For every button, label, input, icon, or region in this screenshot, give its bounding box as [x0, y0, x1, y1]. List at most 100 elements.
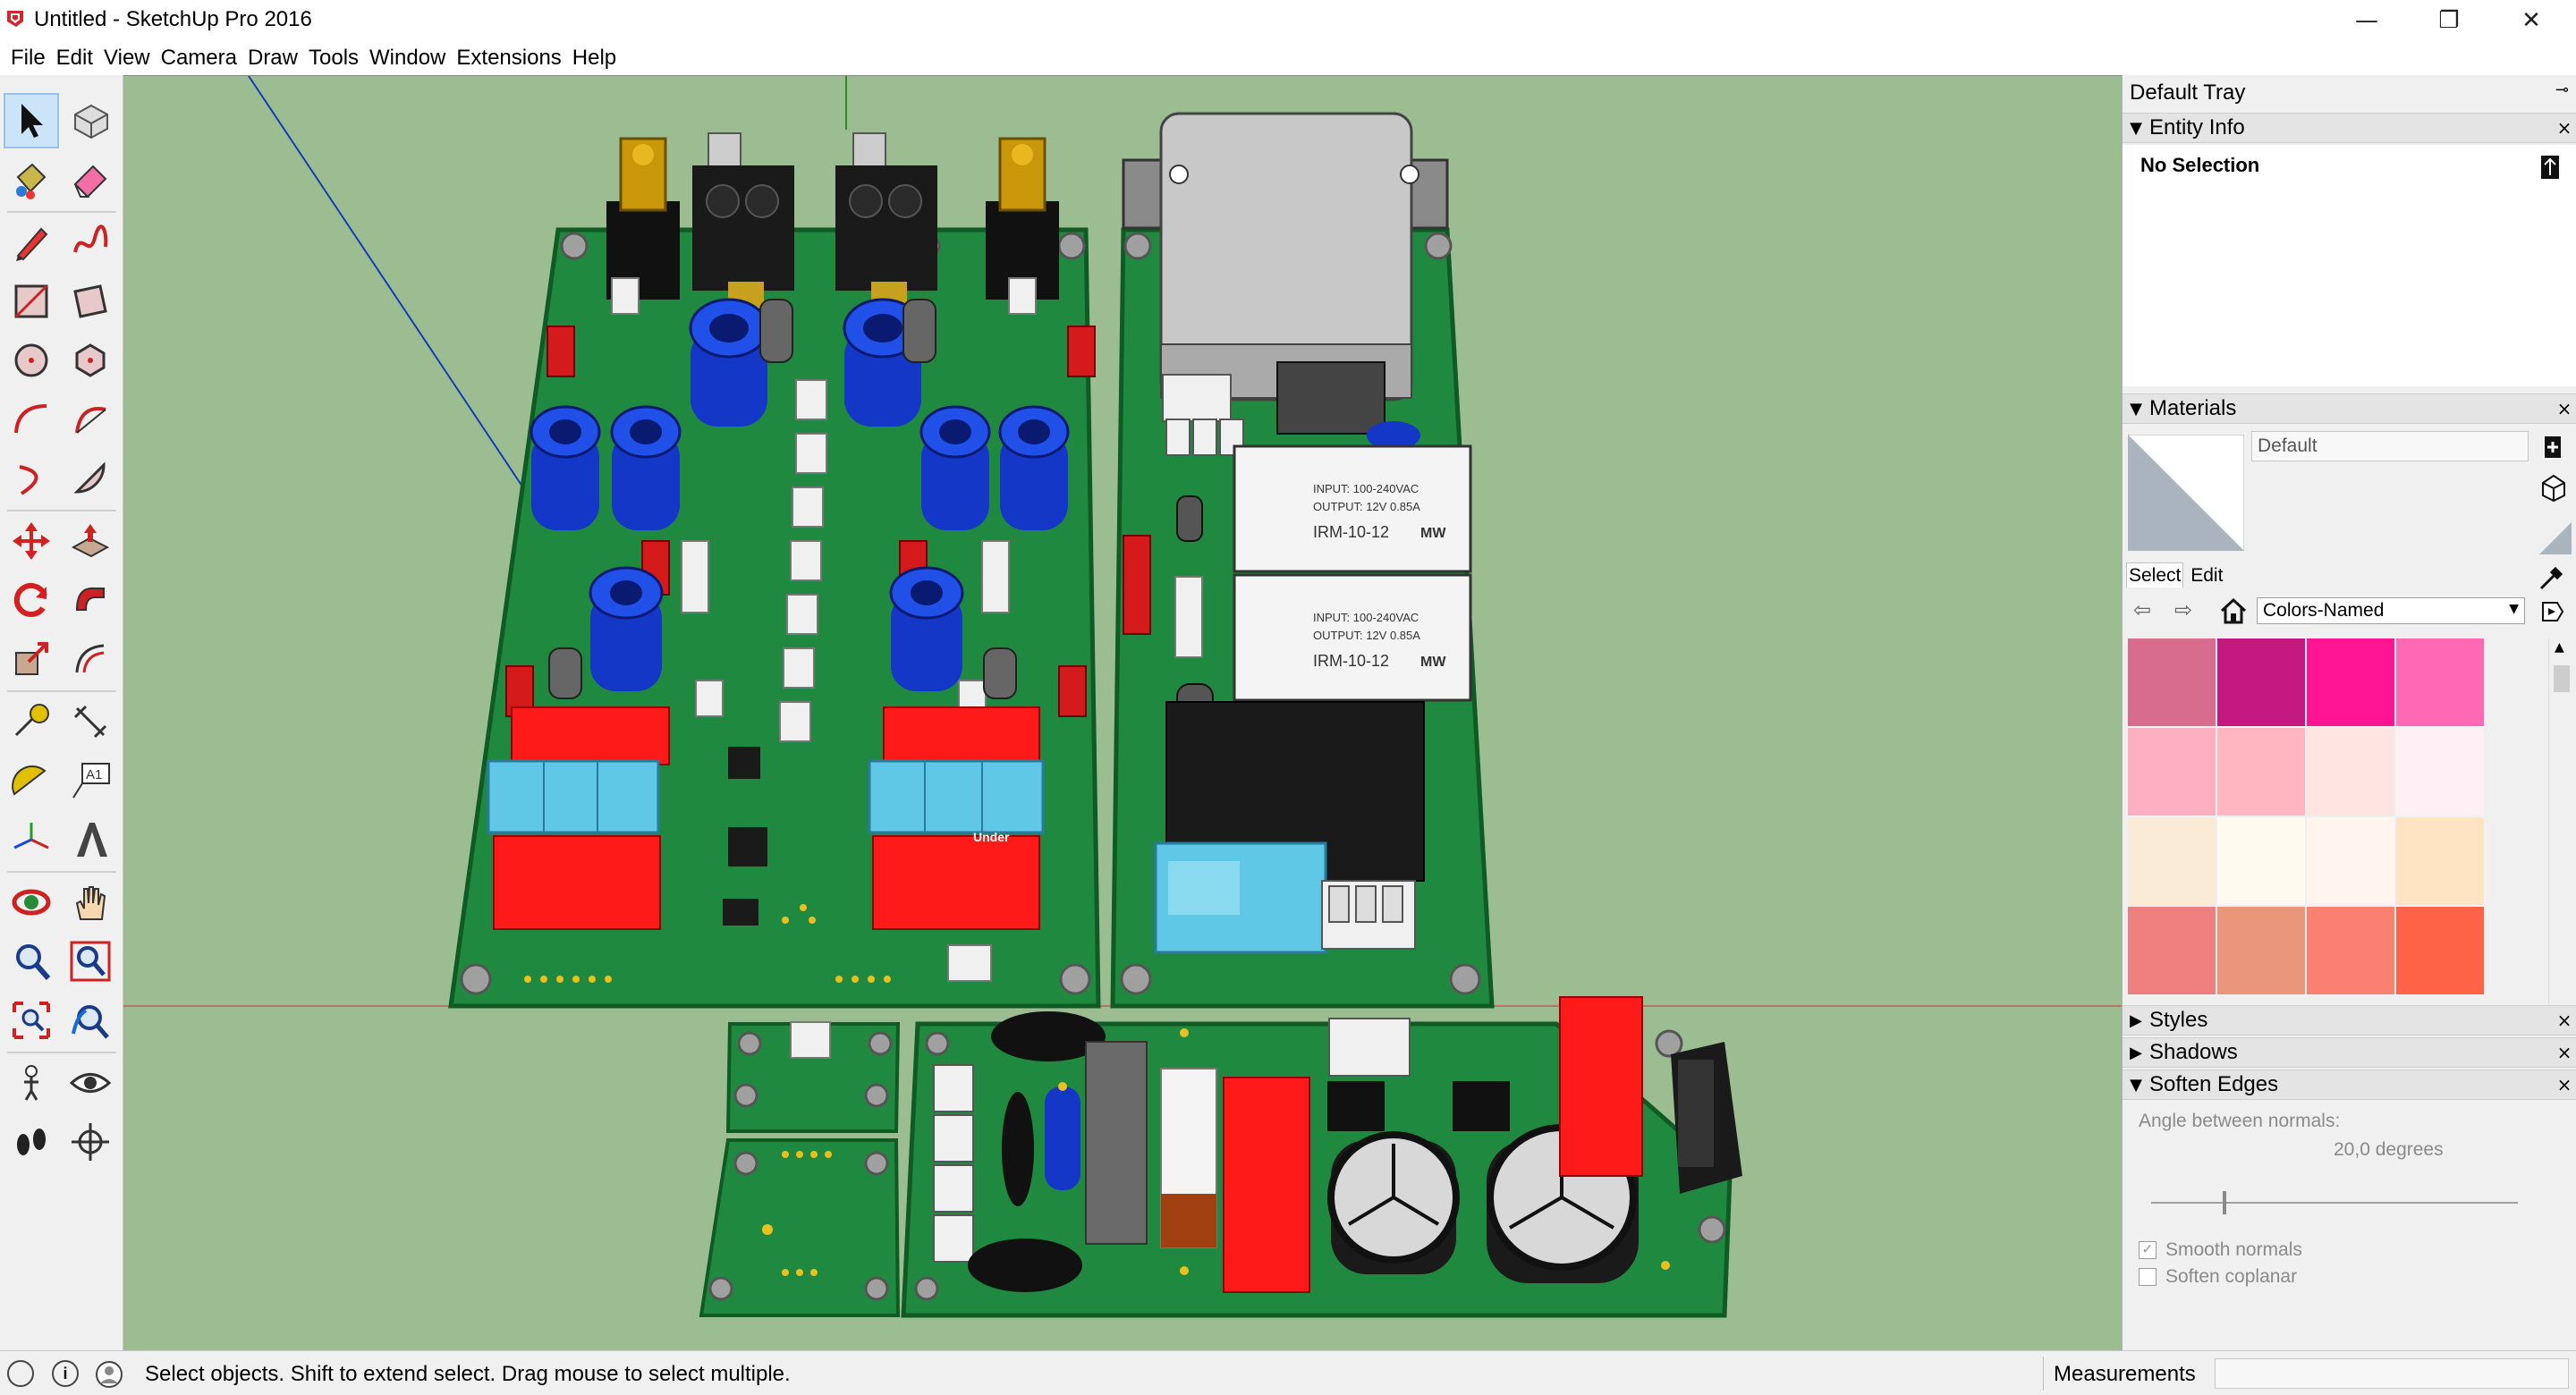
pie-tool[interactable]	[63, 451, 118, 506]
move-tool[interactable]	[4, 513, 59, 569]
axes-tool[interactable]	[4, 812, 59, 867]
scroll-up-icon[interactable]: ▲	[2555, 640, 2564, 655]
material-swatch[interactable]	[2307, 817, 2394, 905]
position-camera-tool[interactable]	[4, 1055, 59, 1111]
arc-tool[interactable]	[4, 392, 59, 447]
rectangle-tool[interactable]	[4, 274, 59, 329]
back-arrow-icon[interactable]: ⇦	[2133, 597, 2152, 622]
previous-view-tool[interactable]	[63, 993, 118, 1048]
3d-text-tool[interactable]	[63, 812, 118, 867]
entity-info-header[interactable]: ▼ Entity Info ×	[2123, 113, 2576, 143]
restore-button[interactable]: ❐	[2408, 0, 2490, 41]
rotated-rectangle-tool[interactable]	[63, 274, 118, 329]
eyedropper-icon[interactable]	[2538, 565, 2564, 592]
tape-measure-tool[interactable]	[4, 694, 59, 749]
forward-arrow-icon[interactable]: ⇨	[2174, 597, 2193, 622]
orbit-tool[interactable]	[4, 875, 59, 930]
home-icon[interactable]	[2219, 597, 2248, 624]
material-collection-select[interactable]: Colors-Named ▼	[2257, 597, 2525, 624]
close-button[interactable]: ✕	[2490, 0, 2572, 41]
menu-file[interactable]: File	[11, 46, 46, 70]
section-plane-tool[interactable]	[63, 1114, 118, 1170]
material-swatch[interactable]	[2396, 907, 2484, 994]
material-swatch[interactable]	[2307, 728, 2394, 816]
zoom-window-tool[interactable]	[63, 934, 118, 989]
sample-paint-box-icon[interactable]	[2539, 472, 2570, 503]
menu-help[interactable]: Help	[572, 46, 617, 70]
styles-header[interactable]: ▶ Styles ×	[2123, 1005, 2576, 1036]
material-swatch[interactable]	[2128, 638, 2216, 726]
push-pull-tool[interactable]	[63, 513, 118, 569]
close-icon[interactable]: ×	[2556, 1042, 2572, 1063]
material-swatch[interactable]	[2396, 817, 2484, 905]
material-swatch[interactable]	[2217, 907, 2305, 994]
menu-draw[interactable]: Draw	[247, 46, 298, 70]
close-icon[interactable]: ×	[2556, 1010, 2572, 1031]
material-swatch[interactable]	[2217, 817, 2305, 905]
polygon-tool[interactable]	[63, 333, 118, 388]
component-tool[interactable]	[63, 93, 118, 148]
details-toggle-icon[interactable]	[2539, 154, 2561, 181]
user-account-icon[interactable]	[95, 1360, 123, 1389]
modeling-viewport[interactable]: Under	[123, 75, 2122, 1350]
shadows-header[interactable]: ▶ Shadows ×	[2123, 1037, 2576, 1068]
material-name-field[interactable]: Default	[2251, 431, 2529, 461]
material-swatch[interactable]	[2128, 728, 2216, 816]
details-menu-icon[interactable]	[2539, 599, 2566, 624]
soften-coplanar-checkbox[interactable]	[2139, 1268, 2157, 1286]
material-swatch[interactable]	[2128, 817, 2216, 905]
zoom-tool[interactable]	[4, 934, 59, 989]
swatch-scrollbar[interactable]: ▲ ▼	[2548, 638, 2573, 1025]
material-swatch[interactable]	[2217, 638, 2305, 726]
material-swatch[interactable]	[2307, 638, 2394, 726]
rotate-tool[interactable]	[4, 572, 59, 628]
menu-view[interactable]: View	[104, 46, 150, 70]
close-icon[interactable]: ×	[2556, 398, 2572, 419]
look-around-tool[interactable]	[63, 1055, 118, 1111]
measurements-input[interactable]	[2215, 1358, 2569, 1389]
follow-me-tool[interactable]	[63, 572, 118, 628]
material-swatch[interactable]	[2396, 728, 2484, 816]
freehand-tool[interactable]	[63, 215, 118, 270]
scroll-thumb[interactable]	[2554, 665, 2570, 692]
walk-tool[interactable]	[4, 1114, 59, 1170]
materials-header[interactable]: ▼ Materials ×	[2123, 393, 2576, 424]
info-icon[interactable]: i	[52, 1360, 79, 1387]
select-tool[interactable]	[4, 93, 59, 148]
menu-tools[interactable]: Tools	[309, 46, 360, 70]
minimize-button[interactable]: —	[2326, 0, 2408, 41]
default-material-icon[interactable]	[2536, 520, 2575, 556]
material-swatch[interactable]	[2396, 638, 2484, 726]
soften-edges-header[interactable]: ▼ Soften Edges ×	[2123, 1070, 2576, 1100]
smooth-normals-checkbox[interactable]: ✓	[2139, 1241, 2157, 1259]
tab-select[interactable]: Select	[2126, 562, 2184, 588]
pin-icon[interactable]: ⊸	[2555, 80, 2569, 98]
text-tool[interactable]: A1	[63, 753, 118, 808]
angle-slider[interactable]	[2151, 1191, 2518, 1214]
eraser-tool[interactable]	[63, 152, 118, 207]
material-swatch[interactable]	[2128, 907, 2216, 994]
three-point-arc-tool[interactable]	[4, 451, 59, 506]
menu-camera[interactable]: Camera	[160, 46, 237, 70]
tab-edit[interactable]: Edit	[2190, 565, 2224, 586]
offset-tool[interactable]	[63, 631, 118, 687]
line-tool[interactable]	[4, 215, 59, 270]
protractor-tool[interactable]	[4, 753, 59, 808]
menu-extensions[interactable]: Extensions	[456, 46, 562, 70]
pan-tool[interactable]	[63, 875, 118, 930]
material-swatch[interactable]	[2217, 728, 2305, 816]
material-swatch[interactable]	[2307, 907, 2394, 994]
menu-edit[interactable]: Edit	[55, 46, 94, 70]
close-icon[interactable]: ×	[2556, 1074, 2572, 1095]
zoom-extents-tool[interactable]	[4, 993, 59, 1048]
dimension-tool[interactable]	[63, 694, 118, 749]
two-point-arc-tool[interactable]	[63, 392, 118, 447]
angle-slider-thumb[interactable]	[2223, 1191, 2226, 1214]
scale-tool[interactable]	[4, 631, 59, 687]
paint-bucket-tool[interactable]	[4, 152, 59, 207]
menu-window[interactable]: Window	[369, 46, 446, 70]
geo-location-icon[interactable]	[7, 1360, 34, 1387]
create-material-icon[interactable]	[2541, 435, 2564, 460]
close-icon[interactable]: ×	[2556, 117, 2572, 139]
circle-tool[interactable]	[4, 333, 59, 388]
